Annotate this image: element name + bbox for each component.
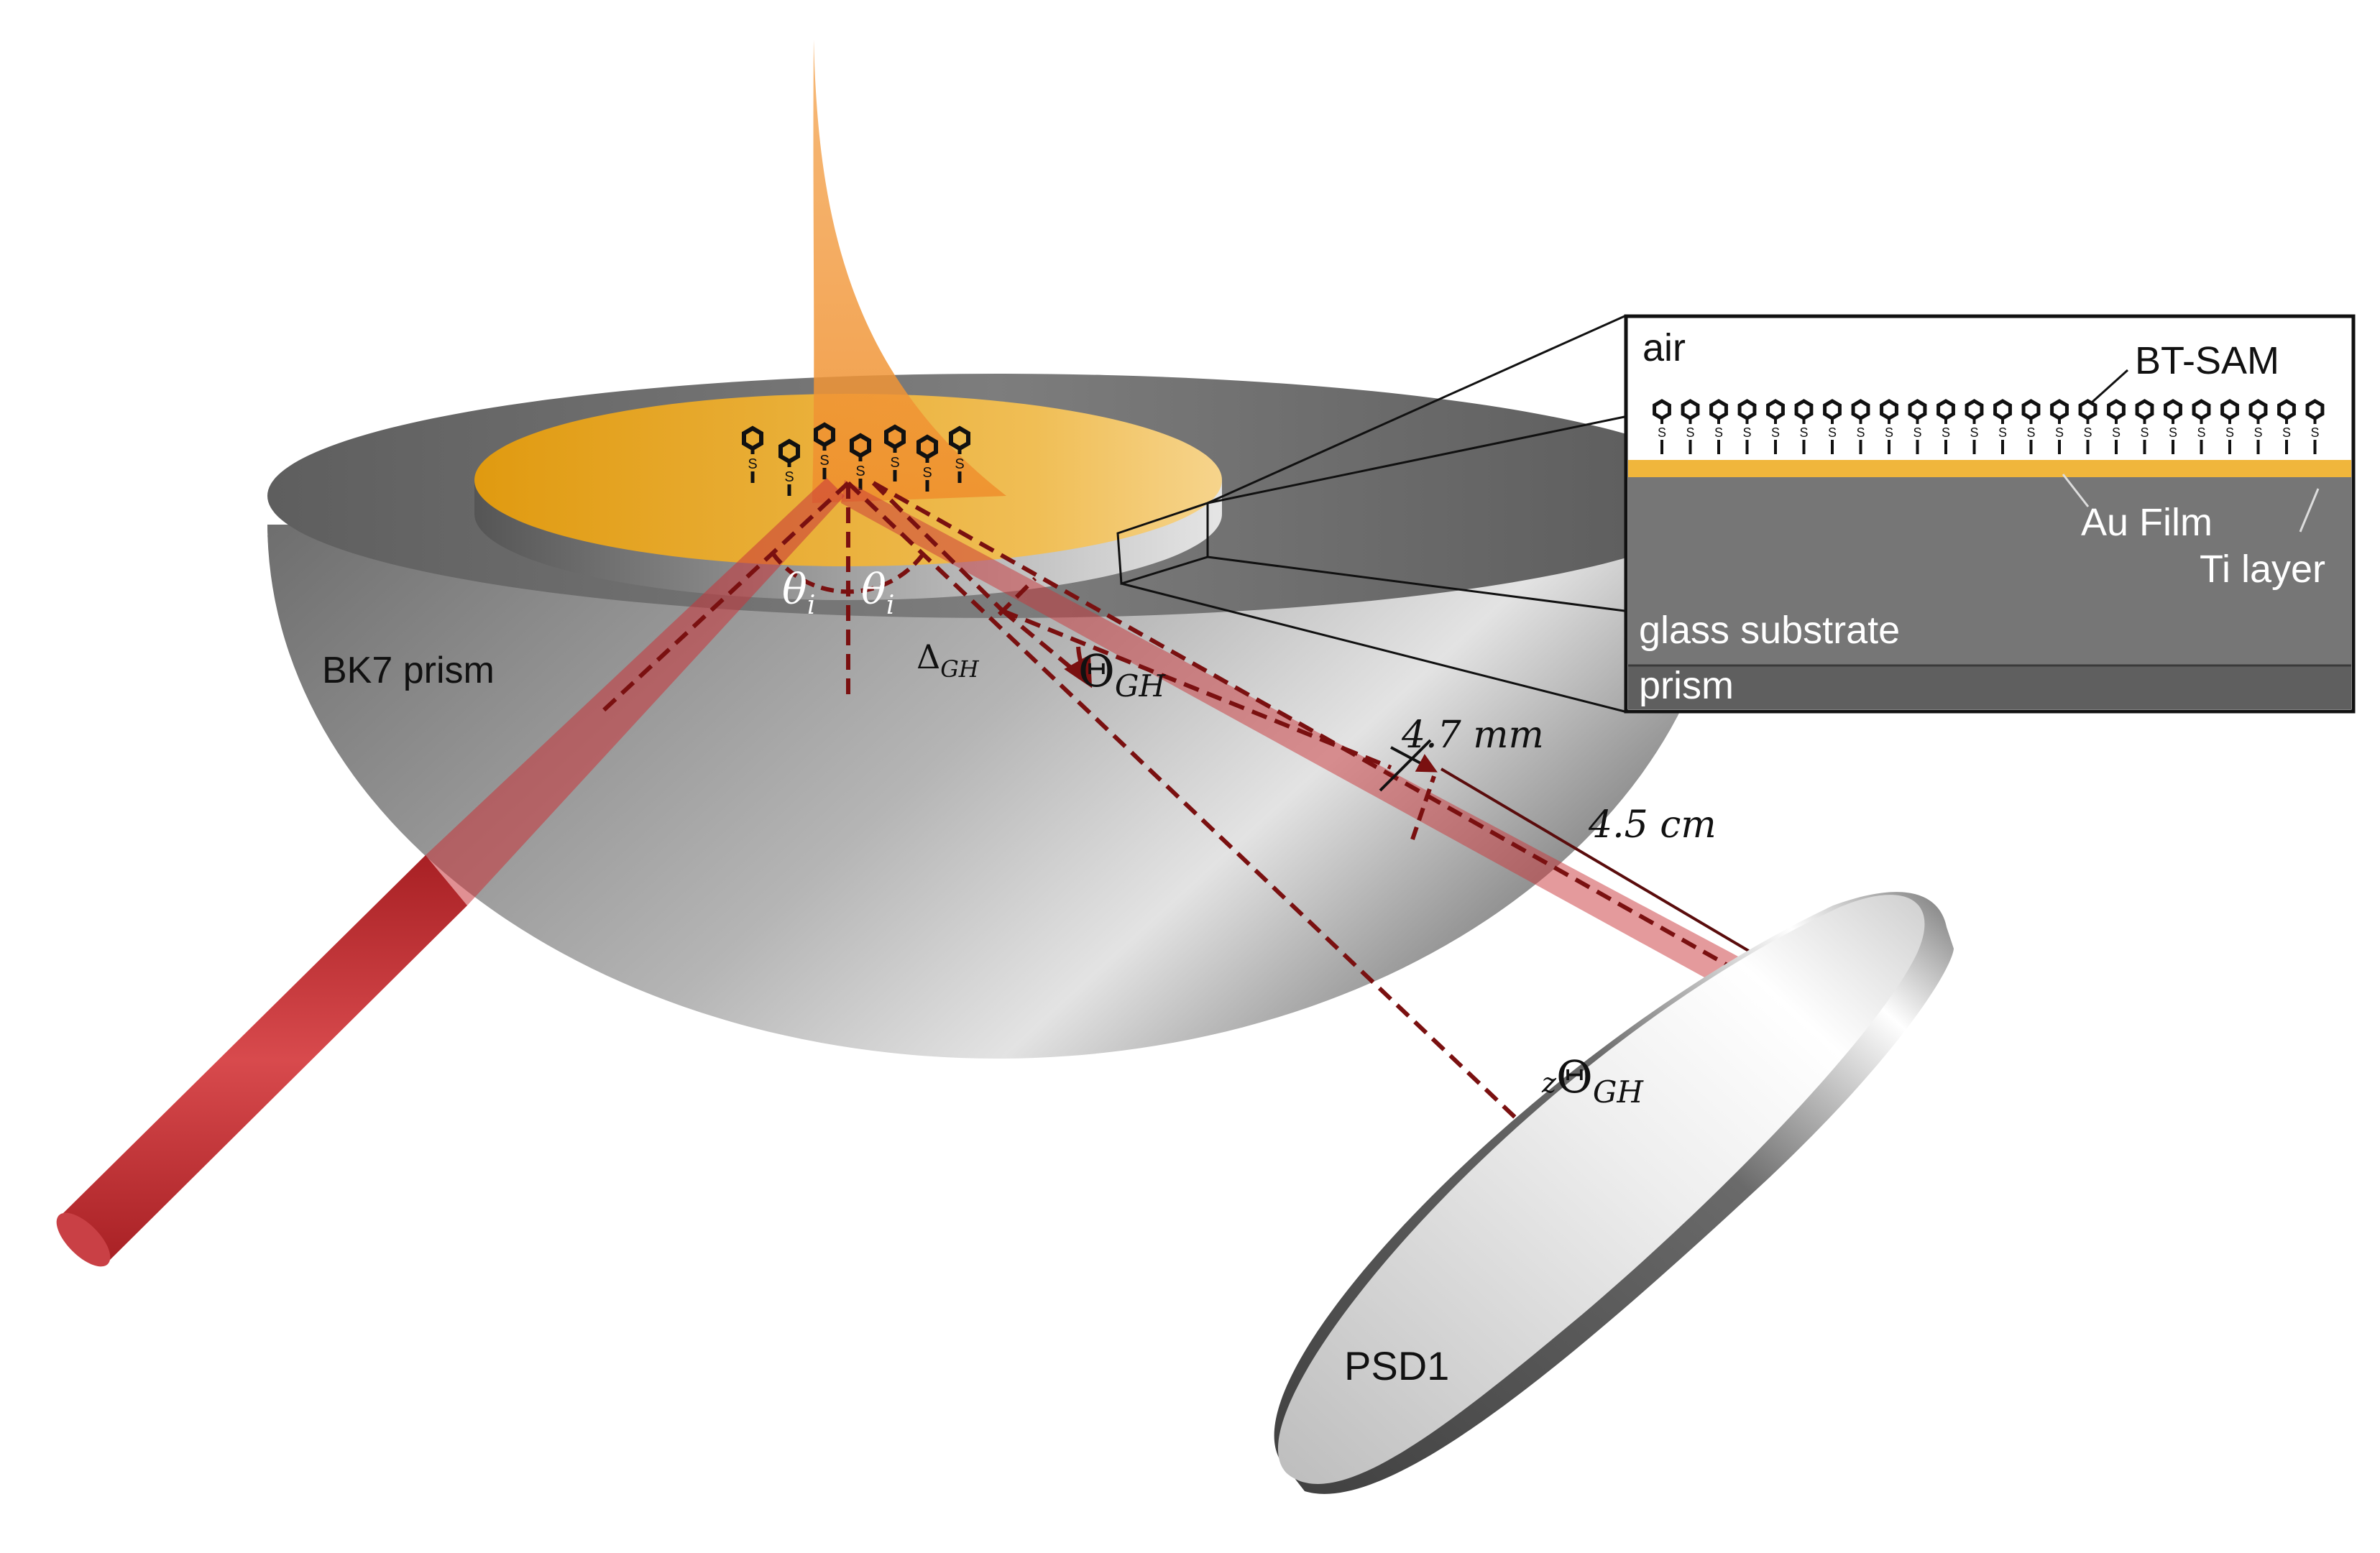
- inset-molecule: S: [2164, 399, 2182, 454]
- inset-prism-layer: [1628, 665, 2351, 709]
- inset-molecule: S: [1880, 399, 1898, 454]
- svg-text:S: S: [1856, 425, 1865, 440]
- theta-i-left: θi: [782, 565, 815, 620]
- inset-molecule: S: [2305, 399, 2325, 454]
- psd-face: [1277, 895, 1925, 1484]
- svg-text:S: S: [2197, 425, 2205, 440]
- svg-text:S: S: [2140, 425, 2149, 440]
- svg-text:S: S: [2225, 425, 2234, 440]
- sam-leader: [2090, 369, 2129, 404]
- inset-molecule: S: [1851, 399, 1870, 454]
- svg-text:S: S: [1742, 425, 1751, 440]
- theta-gh-label: ΘGH: [1078, 645, 1166, 704]
- svg-text:S: S: [2112, 425, 2121, 440]
- inset-au-film: [1628, 460, 2351, 477]
- inset-molecule: S: [1766, 399, 1785, 454]
- ti-leader: [2299, 488, 2320, 533]
- inset-molecule: S: [1653, 399, 1671, 454]
- svg-text:S: S: [2253, 425, 2262, 440]
- inset-molecule: S: [1993, 399, 2012, 454]
- hemisphere-bowl: [267, 525, 1727, 1056]
- evanescent-field: [812, 40, 1006, 503]
- inset-callout-lines: [1121, 315, 1625, 713]
- theta-i-right: θi: [861, 565, 894, 620]
- inset-molecule: S: [1823, 399, 1842, 454]
- inset-glass-substrate: [1628, 477, 2351, 665]
- svg-text:S: S: [2282, 425, 2291, 440]
- inset-molecule: S: [1908, 399, 1927, 454]
- svg-text:S: S: [1998, 425, 2007, 440]
- svg-text:S: S: [1714, 425, 1723, 440]
- svg-text:S: S: [1686, 425, 1694, 440]
- angle-arc: [771, 552, 926, 594]
- svg-text:S: S: [2055, 425, 2064, 440]
- svg-text:S: S: [2026, 425, 2035, 440]
- inset-glass-label: glass substrate: [1639, 609, 1900, 652]
- inset-molecule: S: [2078, 399, 2098, 454]
- prism-label: BK7 prism: [322, 650, 495, 691]
- inset-molecule: S: [2192, 399, 2211, 454]
- inset-molecule: S: [1681, 399, 1700, 454]
- svg-text:S: S: [1828, 425, 1837, 440]
- distance-large-label: 4.5 cm: [1588, 803, 1717, 847]
- incident-laser-beam: [56, 855, 467, 1267]
- svg-text:S: S: [1658, 425, 1666, 440]
- svg-text:S: S: [1970, 425, 1978, 440]
- svg-text:S: S: [2310, 425, 2319, 440]
- dashed-construction-lines: [600, 481, 1773, 1189]
- inset-sam-label: BT-SAM: [2135, 339, 2279, 382]
- theta-gh-arc: [1064, 646, 1093, 688]
- z-theta-gh-label: zΘGH: [1541, 1051, 1644, 1110]
- delta-gh-label: ΔGH: [916, 637, 980, 683]
- distance-small-label: 4.7 mm: [1401, 714, 1544, 757]
- inset-molecule: S: [2107, 399, 2126, 454]
- inset-air-label: air: [1642, 326, 1686, 369]
- svg-text:S: S: [2083, 425, 2092, 440]
- psd-detector: [1274, 892, 1954, 1494]
- inset-molecule: S: [1965, 399, 1984, 454]
- inset-molecule: S: [2021, 399, 2041, 454]
- inset-ti-label: Ti layer: [2200, 548, 2325, 591]
- inset-molecule: S: [2277, 399, 2296, 454]
- detector-label: PSD1: [1344, 1343, 1449, 1388]
- au-leader: [2062, 474, 2090, 507]
- inset-molecule: S: [2135, 399, 2154, 454]
- distance-markers: [1379, 739, 1795, 979]
- svg-text:S: S: [1885, 425, 1893, 440]
- inset-molecule: S: [1794, 399, 1814, 454]
- inset-molecule: S: [2220, 399, 2239, 454]
- inset-molecule: S: [1709, 399, 1728, 454]
- svg-text:S: S: [2169, 425, 2177, 440]
- inset-molecule: S: [2248, 399, 2268, 454]
- svg-text:S: S: [1771, 425, 1780, 440]
- svg-text:S: S: [1913, 425, 1921, 440]
- inset-molecule: S: [1936, 399, 1955, 454]
- reflected-laser-beam: [841, 480, 1793, 1013]
- inset-au-label: Au Film: [2081, 501, 2213, 544]
- inset-molecule: S: [2050, 399, 2069, 454]
- inset-molecule: S: [1737, 399, 1757, 454]
- svg-text:S: S: [1942, 425, 1950, 440]
- inset-prism-label: prism: [1639, 664, 1734, 707]
- svg-text:S: S: [1799, 425, 1808, 440]
